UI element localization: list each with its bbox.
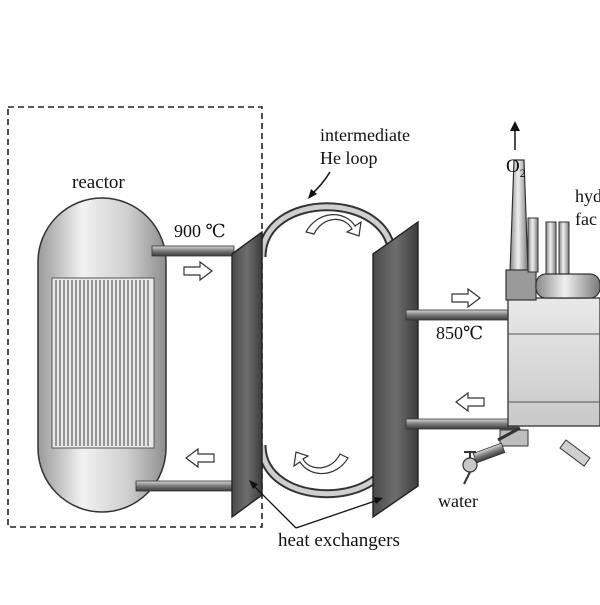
leader-lines bbox=[249, 480, 383, 529]
supply-pipe bbox=[405, 309, 519, 321]
temp-hot-label: 900 ℃ bbox=[174, 221, 226, 241]
flow-arrow-icon bbox=[451, 287, 481, 309]
hydrogen-facility bbox=[499, 159, 600, 467]
heat-exchangers-label: heat exchangers bbox=[278, 530, 400, 551]
hot-pipe bbox=[151, 245, 235, 257]
fuel-rods bbox=[51, 277, 155, 449]
oxygen-label-sub: 2 bbox=[520, 166, 526, 180]
circulation-arrow-icon bbox=[305, 214, 362, 237]
return-pipe bbox=[135, 480, 235, 492]
valve-icon bbox=[462, 426, 521, 485]
reactor-label: reactor bbox=[72, 172, 125, 193]
temp-cool-label: 850℃ bbox=[436, 323, 483, 343]
up-arrow-icon bbox=[510, 121, 520, 150]
heat-exchanger-plate-right bbox=[372, 220, 419, 519]
facility-label-line1: hyd bbox=[575, 186, 600, 206]
loop-label-line1: intermediate bbox=[320, 125, 410, 145]
oxygen-label: O2 bbox=[506, 156, 526, 180]
circulation-arrow-icon bbox=[293, 451, 349, 475]
flow-arrow-icon bbox=[183, 260, 213, 282]
facility-label-line2: fac bbox=[575, 209, 597, 229]
water-label: water bbox=[438, 491, 478, 511]
return-pipe-2 bbox=[405, 418, 519, 430]
pointer-arrow-icon bbox=[308, 171, 331, 199]
heat-exchanger-plate-left bbox=[231, 230, 263, 519]
reactor-vessel bbox=[37, 197, 167, 513]
flow-arrow-icon bbox=[185, 447, 215, 469]
flow-arrow-icon bbox=[455, 391, 485, 413]
loop-label-line2: He loop bbox=[320, 148, 378, 168]
oxygen-label-base: O bbox=[506, 156, 520, 177]
